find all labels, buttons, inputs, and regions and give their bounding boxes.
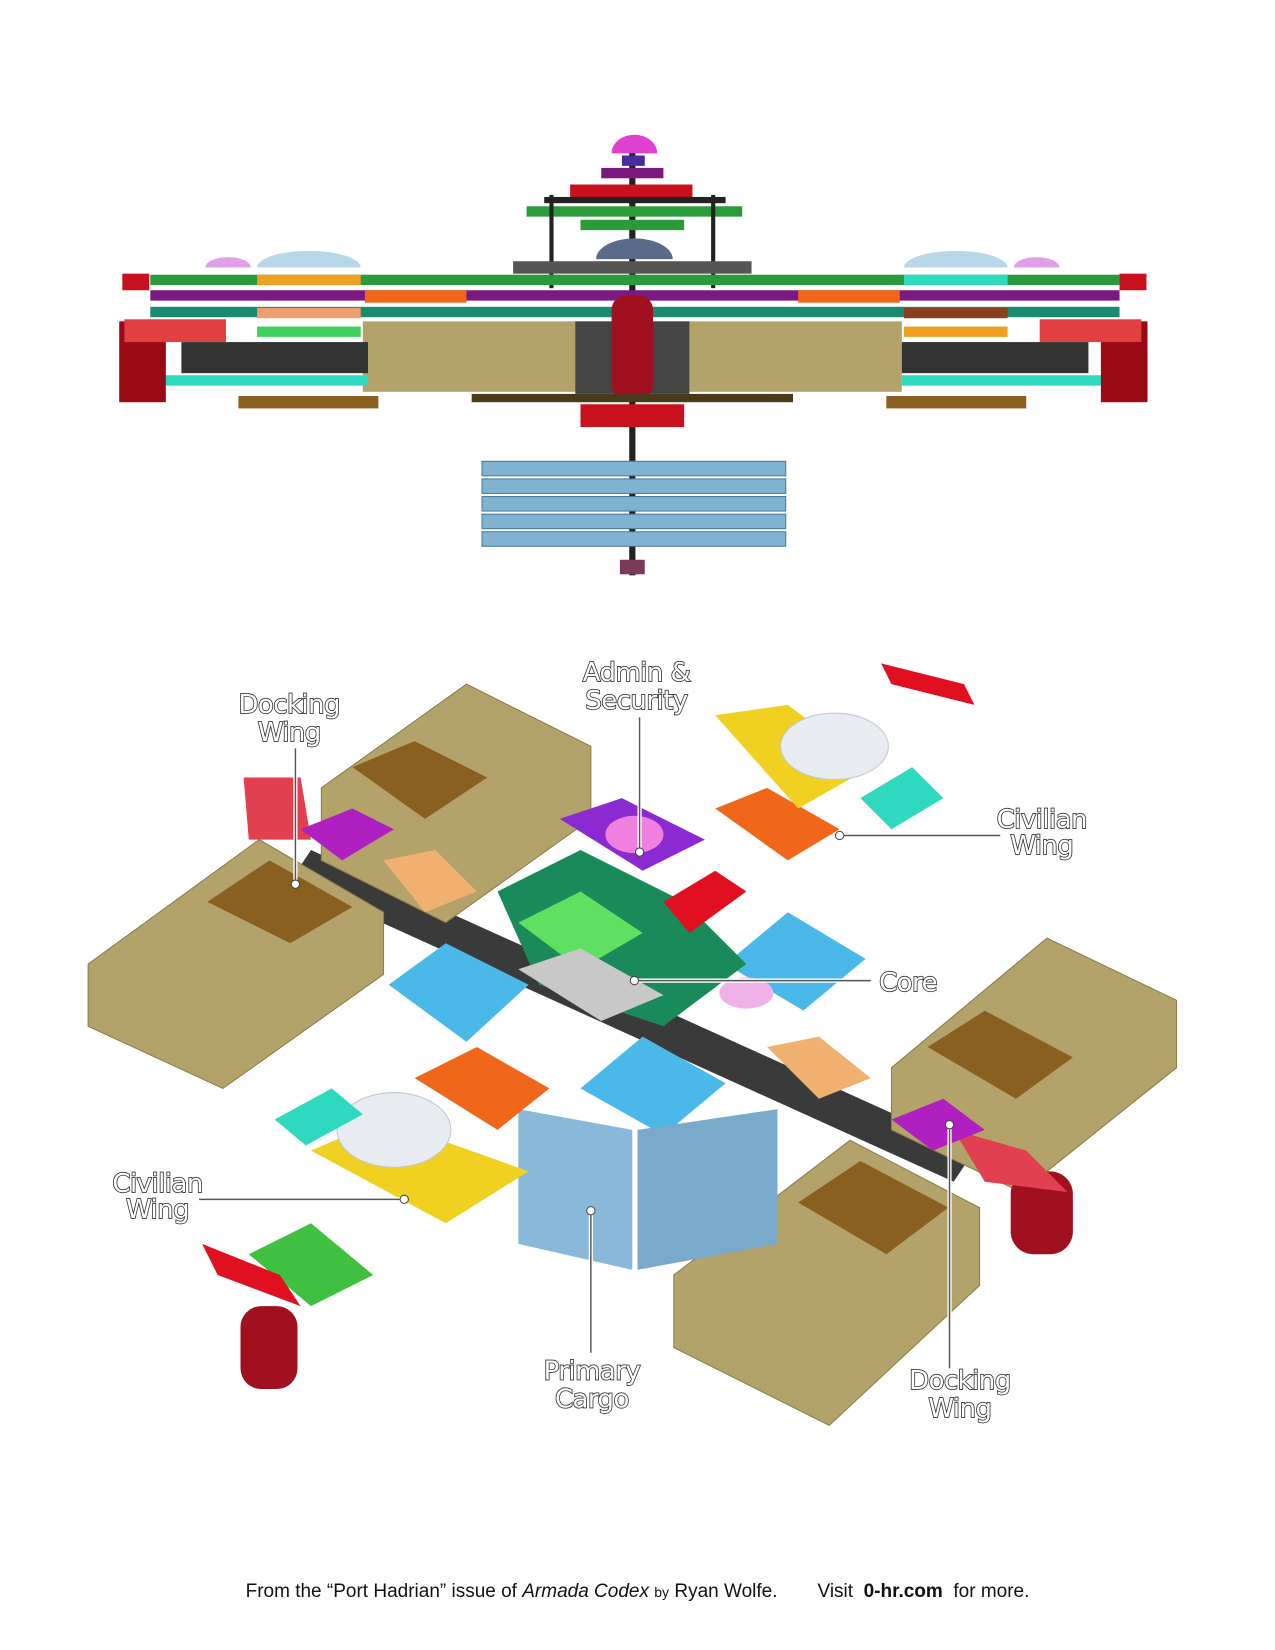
callout-leaders [199,717,1001,1369]
footer-credit: From the “Port Hadrian” issue of Armada … [0,1581,1275,1603]
footer-visit: Visit [817,1581,854,1602]
callout-admin-security: Admin &Security [583,658,691,716]
callout-core: Core [879,968,937,998]
footer-site-link[interactable]: 0-hr.com [863,1581,943,1602]
footer-author: Ryan Wolfe. [674,1581,778,1602]
isometric-view-model [87,663,1178,1426]
footer-prefix: From the “Port Hadrian” issue of [245,1581,523,1602]
top-view-model [119,134,1148,576]
footer-publication: Armada Codex [522,1581,649,1602]
footer-by: by [654,1584,670,1600]
footer-suffix: for more. [953,1581,1030,1602]
